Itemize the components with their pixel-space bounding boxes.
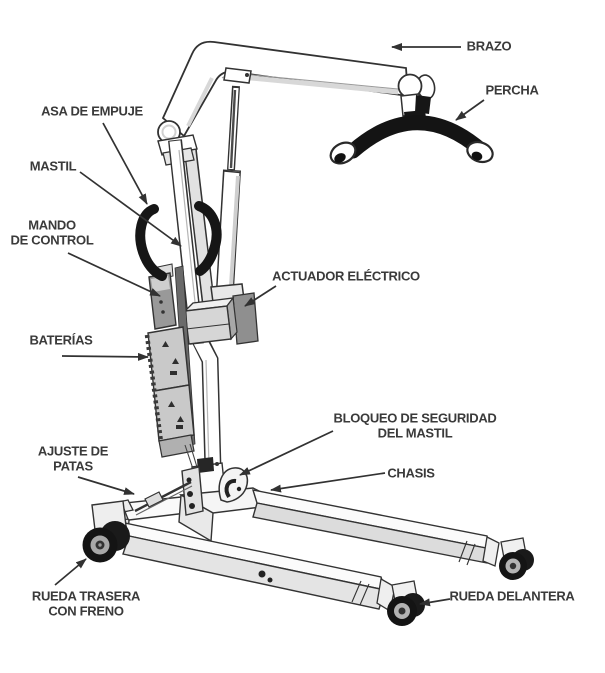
label-brazo: BRAZO	[466, 38, 512, 54]
label-line: PATAS	[53, 458, 93, 473]
label-mando-de-control: MANDO DE CONTROL	[11, 218, 94, 247]
asa-leader	[102, 122, 148, 205]
label-line: RUEDA TRASERA	[31, 588, 141, 604]
rueda-delantera-leader	[419, 598, 451, 607]
control-handset	[148, 272, 177, 330]
label-percha: PERCHA	[485, 82, 539, 98]
mastil-leader	[79, 171, 182, 247]
front-caster-wheel-right	[499, 537, 534, 580]
mast-safety-lock	[218, 467, 249, 503]
battery-pack	[144, 263, 201, 479]
label-line: DE CONTROL	[10, 232, 94, 247]
label-line: BLOQUEO DE SEGURIDAD	[333, 410, 497, 426]
label-line: MANDO	[28, 217, 76, 233]
percha-leader	[455, 99, 485, 121]
baterias-leader	[61, 352, 149, 361]
label-bloqueo-de-seguridad-del-mastil: BLOQUEO DE SEGURIDAD DEL MASTIL	[333, 411, 496, 440]
label-rueda-delantera: RUEDA DELANTERA	[449, 588, 575, 604]
label-asa-de-empuje: ASA DE EMPUJE	[41, 103, 143, 119]
mando-leader	[67, 252, 161, 297]
label-chasis: CHASIS	[387, 465, 435, 481]
label-mastil: MASTIL	[29, 158, 77, 174]
chassis-base	[104, 487, 500, 613]
hanger-bar	[329, 73, 494, 165]
bloqueo-leader	[239, 430, 334, 476]
leader-arrows	[54, 43, 485, 607]
rear-caster-wheel	[82, 500, 130, 563]
label-line: AJUSTE DE	[37, 443, 109, 459]
chasis-leader	[270, 472, 386, 493]
label-rueda-trasera-con-freno: RUEDA TRASERA CON FRENO	[31, 588, 141, 618]
label-baterias: BATERÍAS	[29, 332, 93, 348]
actuador-leader	[244, 285, 277, 307]
chassis-leg-left	[122, 522, 396, 613]
label-actuador-electrico: ACTUADOR ELÉCTRICO	[272, 268, 420, 284]
push-handle	[135, 201, 222, 281]
label-line: CON FRENO	[48, 603, 124, 618]
label-line: DEL MASTIL	[377, 425, 453, 440]
rueda-trasera-leader	[54, 558, 87, 586]
label-ajuste-de-patas: AJUSTE DE PATAS	[37, 443, 109, 473]
electric-actuator	[216, 67, 252, 290]
chassis-leg-right	[251, 489, 500, 567]
ajuste-leader	[77, 476, 135, 495]
front-caster-wheel-left	[387, 580, 425, 626]
